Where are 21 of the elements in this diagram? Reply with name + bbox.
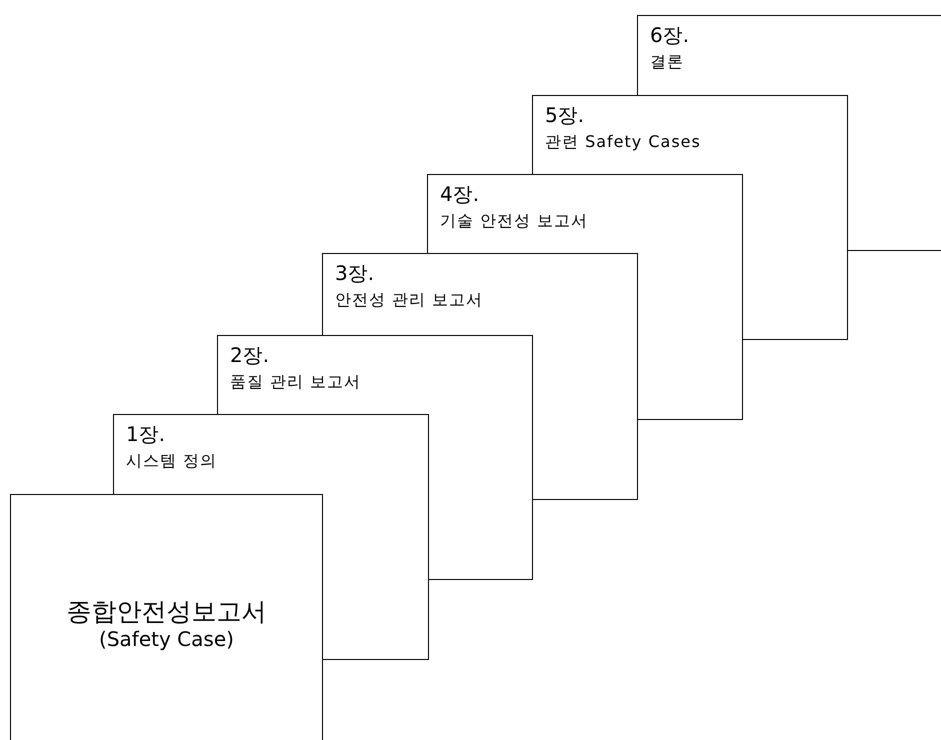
chapter-number: 4장. <box>440 181 480 208</box>
chapter-title: 결론 <box>650 52 684 73</box>
chapter-page <box>322 253 638 335</box>
chapter-title: 시스템 정의 <box>126 451 218 472</box>
chapter-page <box>532 95 848 174</box>
chapter-title: 관련 Safety Cases <box>545 132 701 153</box>
chapter-page <box>217 335 533 414</box>
chapter-number: 1장. <box>126 421 166 448</box>
chapter-number: 5장. <box>545 102 584 129</box>
report-cover <box>10 494 323 740</box>
chapter-number: 6장. <box>650 22 690 49</box>
chapter-title: 품질 관리 보고서 <box>230 372 362 393</box>
chapter-page <box>637 15 941 95</box>
chapter-title: 안전성 관리 보고서 <box>335 290 484 311</box>
chapter-number: 3장. <box>335 260 374 287</box>
report-subtitle: (Safety Case) <box>98 627 235 651</box>
report-title: 종합안전성보고서 <box>66 596 268 628</box>
chapter-page <box>427 174 743 253</box>
chapter-number: 2장. <box>230 342 270 369</box>
chapter-page <box>113 414 429 494</box>
chapter-title: 기술 안전성 보고서 <box>440 211 588 232</box>
